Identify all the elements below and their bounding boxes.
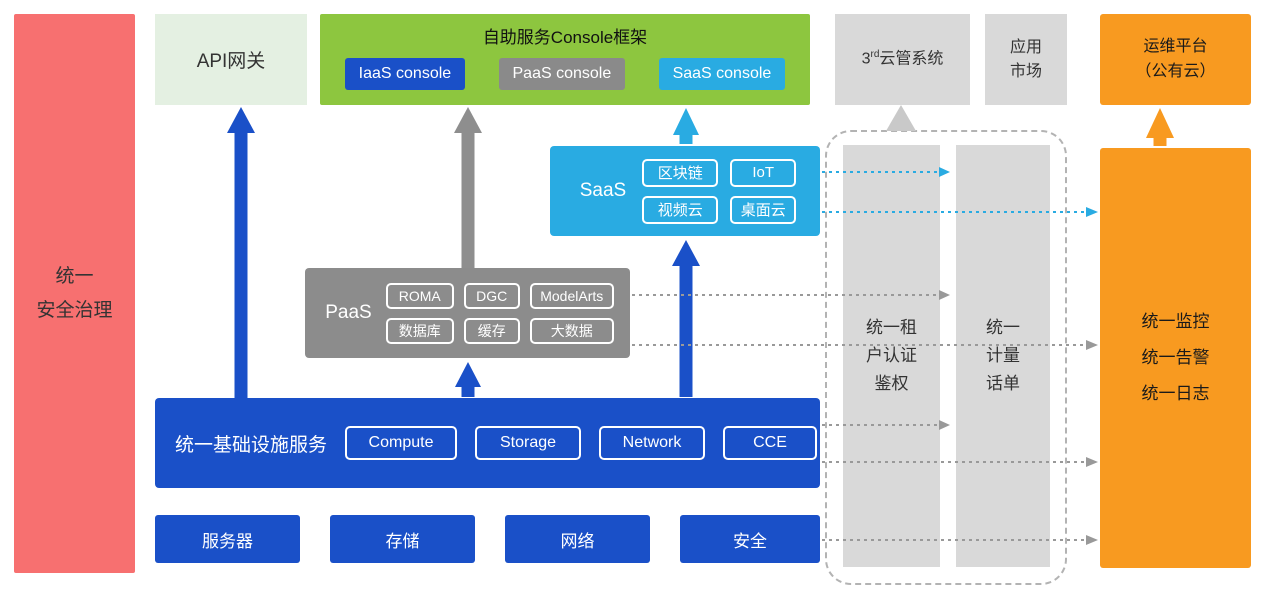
- hw-server-box: 服务器: [155, 515, 300, 563]
- infrastructure-label: 统一基础设施服务: [175, 434, 328, 456]
- hw-storage-box: 存储: [330, 515, 475, 563]
- saas-services: 区块链 IoT 视频云 桌面云: [642, 158, 797, 224]
- paas-console-chip: PaaS console: [498, 58, 626, 90]
- console-chips: IaaS console PaaS console SaaS console: [320, 58, 810, 90]
- saas-label: SaaS: [579, 180, 627, 201]
- arrow-to-om-platform: [1146, 108, 1174, 146]
- paas-service-roma: ROMA: [385, 282, 454, 309]
- app-market-box: 应用 市场: [985, 14, 1067, 105]
- infra-service-storage: Storage: [475, 426, 582, 460]
- arrow-infra-to-saas: [672, 240, 700, 397]
- paas-panel: PaaS ROMA DGC ModelArts 数据库 缓存 大数据: [305, 268, 630, 358]
- hw-network-box: 网络: [505, 515, 650, 563]
- infrastructure-services: Compute Storage Network CCE: [345, 426, 818, 460]
- arrow-to-third-party-cloud: [886, 105, 916, 131]
- arrow-infra-to-paas: [455, 362, 481, 397]
- monitoring-label: 统一监控 统一告警 统一日志: [1141, 312, 1210, 403]
- hw-security-box: 安全: [680, 515, 820, 563]
- tenant-services-group: [825, 130, 1067, 585]
- api-gateway-box: API网关: [155, 14, 307, 105]
- paas-services: ROMA DGC ModelArts 数据库 缓存 大数据: [385, 282, 614, 344]
- api-gateway-label: API网关: [196, 51, 266, 72]
- saas-panel: SaaS 区块链 IoT 视频云 桌面云: [550, 146, 820, 236]
- om-platform-box: 运维平台 （公有云）: [1100, 14, 1251, 105]
- saas-service-video-cloud: 视频云: [642, 195, 719, 224]
- arrow-saas-to-saas-console: [673, 108, 699, 144]
- om-platform-label: 运维平台 （公有云）: [1135, 37, 1216, 80]
- infra-service-compute: Compute: [345, 426, 458, 460]
- paas-label: PaaS: [325, 302, 372, 323]
- auth-label: 统一租 户认证 鉴权: [866, 317, 917, 394]
- saas-service-iot: IoT: [730, 158, 797, 187]
- paas-service-database: 数据库: [385, 317, 454, 344]
- security-governance-label: 统一 安全治理: [36, 266, 113, 321]
- infra-service-network: Network: [599, 426, 706, 460]
- billing-bar: 统一 计量 话单: [956, 145, 1050, 567]
- console-framework-box: 自助服务Console框架 IaaS console PaaS console …: [320, 14, 810, 105]
- paas-service-dgc: DGC: [463, 282, 520, 309]
- arrow-paas-to-console: [454, 107, 482, 268]
- billing-label: 统一 计量 话单: [986, 317, 1020, 394]
- paas-service-cache: 缓存: [463, 317, 520, 344]
- third-party-cloud-label: 3rd云管系统: [861, 49, 944, 68]
- auth-bar: 统一租 户认证 鉴权: [843, 145, 940, 567]
- saas-service-desktop-cloud: 桌面云: [730, 195, 797, 224]
- console-framework-title: 自助服务Console框架: [482, 28, 648, 47]
- paas-service-bigdata: 大数据: [529, 317, 614, 344]
- security-governance-bar: 统一 安全治理: [14, 14, 135, 573]
- monitoring-box: 统一监控 统一告警 统一日志: [1100, 148, 1251, 568]
- saas-service-blockchain: 区块链: [642, 158, 719, 187]
- paas-service-modelarts: ModelArts: [529, 282, 614, 309]
- iaas-console-chip: IaaS console: [344, 58, 466, 90]
- saas-console-chip: SaaS console: [658, 58, 786, 90]
- third-party-cloud-box: 3rd云管系统: [835, 14, 970, 105]
- app-market-label: 应用 市场: [1009, 38, 1042, 80]
- infrastructure-panel: 统一基础设施服务 Compute Storage Network CCE: [155, 398, 820, 488]
- arrow-infra-to-api-gateway: [227, 107, 255, 398]
- infra-service-cce: CCE: [723, 426, 818, 460]
